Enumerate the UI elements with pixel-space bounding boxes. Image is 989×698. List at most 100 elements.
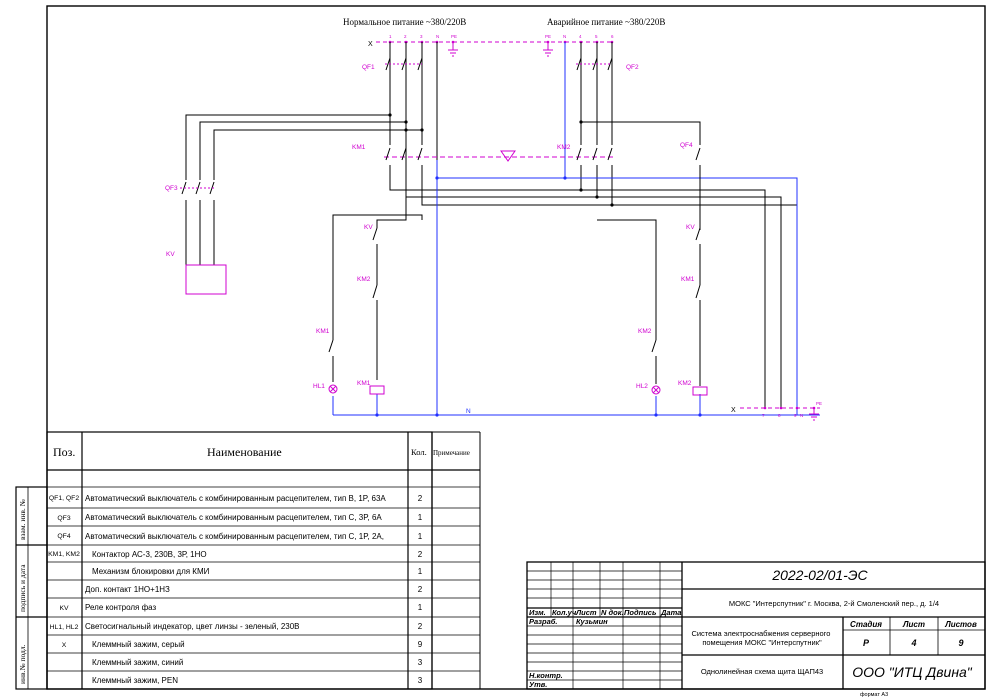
- km2-main-contacts: [576, 147, 613, 161]
- svg-text:KM1, KM2: KM1, KM2: [48, 551, 80, 558]
- spec-table-rows: [47, 486, 480, 672]
- spec-header-qty: Кол.: [411, 447, 427, 457]
- spec-name-cells: Автоматический выключатель с комбинирова…: [85, 494, 386, 685]
- company-name: ООО "ИТЦ Двина": [852, 664, 973, 680]
- svg-text:3: 3: [418, 658, 423, 667]
- qf2-label: QF2: [626, 64, 639, 71]
- svg-text:N: N: [563, 34, 566, 39]
- svg-text:KV: KV: [59, 605, 69, 612]
- hl1-label: HL1: [313, 383, 325, 390]
- terminal-top-emergency: PE N 4 5 6: [545, 34, 614, 39]
- n-bus-label: N: [466, 408, 471, 415]
- qf1-label: QF1: [362, 64, 375, 71]
- svg-text:Дата: Дата: [660, 608, 681, 617]
- km1-label-main: KM1: [352, 144, 366, 151]
- side-stamp-inv-podl: инв.№ подл.: [18, 644, 27, 684]
- svg-text:PE: PE: [816, 401, 822, 406]
- terminal-top-normal: 1 2 3 N PE: [389, 34, 457, 39]
- kv-contact-left: [372, 227, 378, 241]
- spec-table: [46, 431, 481, 690]
- doc-code: 2022-02/01-ЭС: [771, 567, 868, 583]
- title-block: [526, 561, 986, 690]
- svg-text:2: 2: [418, 622, 423, 631]
- svg-text:8: 8: [778, 413, 781, 418]
- svg-text:Светосигнальный индекатор, цве: Светосигнальный индекатор, цвет линзы - …: [85, 622, 300, 631]
- svg-text:HL1, HL2: HL1, HL2: [50, 624, 79, 631]
- svg-text:9: 9: [418, 640, 423, 649]
- km1-main-contacts: [385, 147, 423, 161]
- svg-text:Механизм блокировки для КМИ: Механизм блокировки для КМИ: [92, 567, 210, 576]
- tb-n-kontr: Н.контр.: [529, 671, 563, 680]
- svg-text:1: 1: [389, 34, 392, 39]
- side-stamp: [15, 486, 48, 690]
- svg-text:Автоматический выключатель с к: Автоматический выключатель с комбинирова…: [85, 494, 386, 503]
- km1-coil: [369, 385, 385, 395]
- svg-text:9: 9: [794, 413, 797, 418]
- sheet-value: 4: [910, 638, 916, 648]
- svg-text:1: 1: [418, 567, 423, 576]
- emergency-supply-label: Аварийное питание ~380/220В: [547, 17, 665, 27]
- svg-text:Реле контроля фаз: Реле контроля фаз: [85, 603, 157, 612]
- svg-text:7: 7: [762, 413, 765, 418]
- svg-text:2: 2: [418, 585, 423, 594]
- svg-text:PE: PE: [545, 34, 551, 39]
- terminal-out-numbers: 7 8 9 N PE: [762, 401, 822, 418]
- km1-label-left: KM1: [316, 328, 330, 335]
- format-label: формат А3: [860, 692, 888, 698]
- ground-icon: [448, 42, 819, 421]
- interlock-triangle-icon: [500, 150, 516, 162]
- spec-qty-cells: 2 1 1 2 1 2 1 2 9 3 3: [418, 494, 423, 685]
- svg-text:Клеммный зажим, синий: Клеммный зажим, синий: [92, 658, 183, 667]
- drawing-title: Однолинейная схема щита ЩАП43: [701, 667, 823, 676]
- svg-text:2: 2: [418, 550, 423, 559]
- junction-dots: [375, 113, 702, 417]
- km1-label-right: KM1: [681, 276, 695, 283]
- svg-text:Лист: Лист: [575, 608, 597, 617]
- svg-text:Кол.уч: Кол.уч: [552, 608, 577, 617]
- svg-text:Клеммный зажим, серый: Клеммный зажим, серый: [92, 640, 185, 649]
- km2-coil: [692, 386, 708, 396]
- svg-text:1: 1: [418, 513, 423, 522]
- stage-value: Р: [863, 638, 870, 648]
- km1-coil-label: KM1: [357, 380, 371, 387]
- hl1-lamp-icon: [328, 384, 338, 394]
- drawing-frame: [46, 5, 986, 690]
- svg-text:4: 4: [579, 34, 582, 39]
- km2-contact-left: [372, 284, 378, 299]
- svg-text:2: 2: [418, 494, 423, 503]
- km2-coil-label: KM2: [678, 380, 692, 387]
- qf3-label: QF3: [165, 185, 178, 192]
- hl2-label: HL2: [636, 383, 648, 390]
- svg-text:2: 2: [404, 34, 407, 39]
- object-address: МОКС "Интерспутник" г. Москва, 2-й Смоле…: [729, 599, 939, 608]
- svg-text:Автоматический выключатель с к: Автоматический выключатель с комбинирова…: [85, 513, 382, 522]
- x-label-out: X: [731, 407, 736, 414]
- title-block-columns: Изм. Кол.уч Лист N док. Подпись Дата: [529, 608, 681, 617]
- qf4-label: QF4: [680, 142, 693, 149]
- km2-contact-right: [651, 339, 657, 353]
- svg-text:X: X: [62, 642, 67, 649]
- svg-text:Изм.: Изм.: [529, 608, 546, 617]
- x-label-top: X: [368, 41, 373, 48]
- hl2-lamp-icon: [651, 385, 661, 395]
- svg-text:Доп. контакт 1НО+1НЗ: Доп. контакт 1НО+1НЗ: [85, 585, 170, 594]
- stage-label: Стадия: [850, 620, 882, 629]
- svg-text:Подпись: Подпись: [624, 608, 657, 617]
- qf4-breaker: [695, 147, 701, 161]
- sheets-label: Листов: [944, 620, 977, 629]
- normal-supply-label: Нормальное питание ~380/220В: [343, 17, 466, 27]
- sheet-label: Лист: [902, 620, 925, 629]
- svg-text:PE: PE: [451, 34, 457, 39]
- kv-label-relay: KV: [166, 251, 175, 258]
- svg-text:6: 6: [611, 34, 614, 39]
- svg-text:N: N: [436, 34, 439, 39]
- svg-text:1: 1: [418, 603, 423, 612]
- svg-text:3: 3: [420, 34, 423, 39]
- svg-text:Автоматический выключатель с к: Автоматический выключатель с комбинирова…: [85, 532, 384, 541]
- svg-text:Клеммный зажим, PEN: Клеммный зажим, PEN: [92, 676, 178, 685]
- system-title-line: Система электроснабжения серверного поме…: [691, 629, 832, 647]
- svg-text:QF1, QF2: QF1, QF2: [49, 495, 79, 502]
- sheets-value: 9: [958, 638, 963, 648]
- kv-label-right: KV: [686, 224, 695, 231]
